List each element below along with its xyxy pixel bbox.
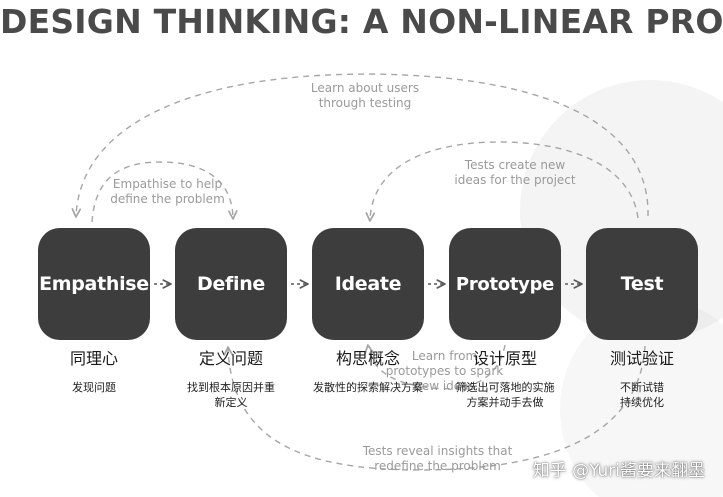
arrow-test-to-ideate (365, 141, 639, 222)
stage-ideate-cn-desc: 发散性的探索解决方案 (313, 381, 423, 394)
note-tests-create-ideas: Tests create new ideas for the project (454, 158, 576, 187)
stage-define-cn-desc: 找到根本原因并重 新定义 (187, 381, 275, 409)
stage-define: Define (175, 228, 287, 340)
note-learn-about-users: Learn about users through testing (310, 81, 420, 110)
stage-prototype: Prototype (449, 228, 561, 340)
note-tests-reveal-insights: Tests reveal insights that redefine the … (362, 444, 513, 473)
stage-ideate: Ideate (312, 228, 424, 340)
note-learn-from-prototypes: Learn from prototypes to spark new ideas (385, 349, 504, 393)
stage-prototype-cn-desc: 筛选出可落地的实施 方案并动手去做 (455, 381, 555, 409)
stage-empathise: Empathise (38, 228, 150, 340)
stage-empathise-cn-desc: 发现问题 (72, 381, 116, 394)
diagram-title: DESIGN THINKING: A NON-LINEAR PROCESS (0, 2, 723, 41)
note-empathise-to-help: Empathise to help define the problem (110, 177, 225, 206)
arrow-test-to-empathise (71, 73, 649, 218)
zhihu-watermark: 知乎 @Yuri酱要来翻墨 (532, 461, 705, 481)
stage-ideate-cn-name: 构思概念 (335, 349, 400, 368)
stage-test: Test (586, 228, 698, 340)
stage-prototype-cn-name: 设计原型 (472, 349, 537, 368)
arrow-test-to-define (223, 345, 646, 471)
arrow-empathise-to-define (91, 161, 238, 223)
stage-empathise-cn-name: 同理心 (69, 349, 118, 368)
arrow-prototype-to-ideate (364, 344, 506, 390)
stage-test-cn-name: 测试验证 (609, 349, 674, 368)
stage-test-cn-desc: 不断试错 持续优化 (620, 381, 664, 409)
stage-define-cn-name: 定义问题 (198, 349, 263, 368)
